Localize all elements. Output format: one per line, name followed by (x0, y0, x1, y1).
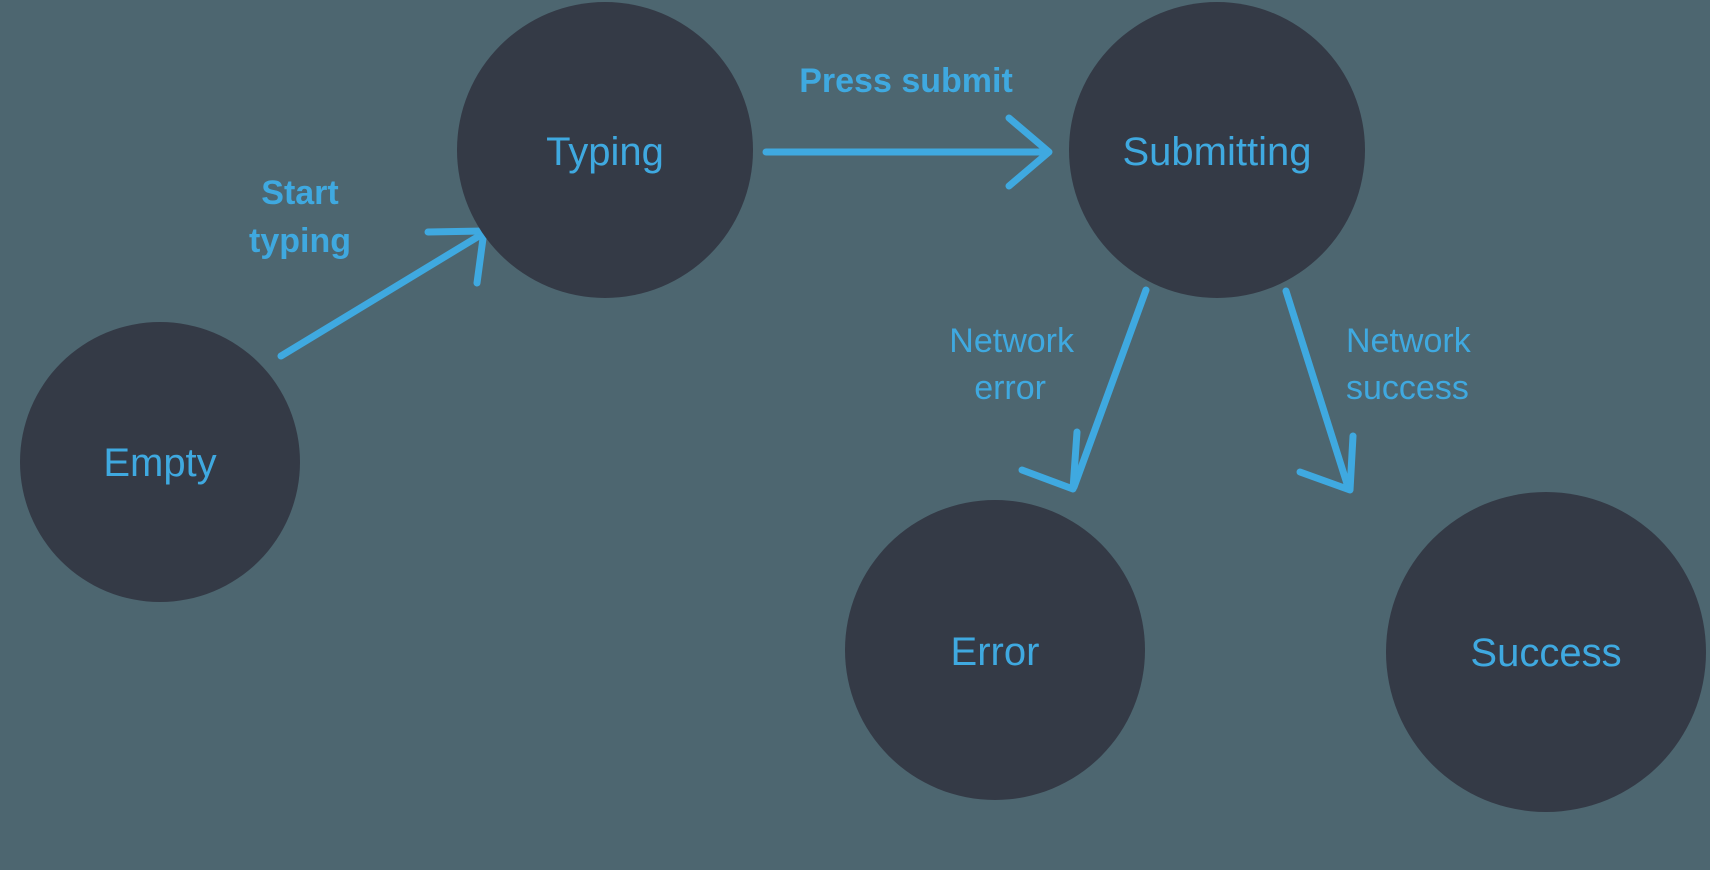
node-empty[interactable]: Empty (20, 322, 300, 602)
edge-label-start-typing-line1: Start (261, 174, 338, 212)
node-empty-shape (20, 322, 300, 602)
node-success-shape (1386, 492, 1706, 812)
edge-label-network-error: Network error (949, 322, 1075, 407)
edge-network-success-line (1282, 287, 1352, 491)
edge-label-start-typing-line2: typing (249, 222, 351, 260)
edge-label-network-success-line2: success (1346, 369, 1469, 407)
edge-label-start-typing: Start typing (249, 174, 351, 260)
edge-label-network-success-line1: Network (1346, 322, 1472, 360)
node-typing[interactable]: Typing (457, 2, 753, 298)
node-submitting-shape (1069, 2, 1365, 298)
node-error-shape (845, 500, 1145, 800)
node-submitting[interactable]: Submitting (1069, 2, 1365, 298)
node-error-label: Error (951, 630, 1040, 674)
node-success[interactable]: Success (1386, 492, 1706, 812)
edge-label-press-submit-line1: Press submit (799, 62, 1013, 100)
edge-network-success-arrowhead (1296, 432, 1357, 494)
edge-network-error-line (1070, 286, 1150, 491)
edge-start-typing-line (277, 229, 488, 360)
node-empty-label: Empty (103, 441, 216, 485)
edge-label-press-submit: Press submit (799, 62, 1013, 100)
node-submitting-label: Submitting (1123, 130, 1312, 174)
edge-label-network-error-line1: Network (949, 322, 1075, 360)
node-typing-shape (457, 2, 753, 298)
edge-network-error[interactable] (1018, 286, 1150, 493)
node-typing-label: Typing (546, 130, 664, 174)
node-success-label: Success (1470, 631, 1621, 675)
edge-press-submit-arrowhead (1005, 114, 1053, 190)
edge-network-error-arrowhead (1018, 428, 1081, 493)
edge-label-network-success: Network success (1346, 322, 1472, 407)
node-error[interactable]: Error (845, 500, 1145, 800)
edge-label-network-error-line2: error (974, 369, 1046, 407)
edge-network-success[interactable] (1282, 287, 1357, 494)
edge-press-submit[interactable] (762, 114, 1053, 190)
